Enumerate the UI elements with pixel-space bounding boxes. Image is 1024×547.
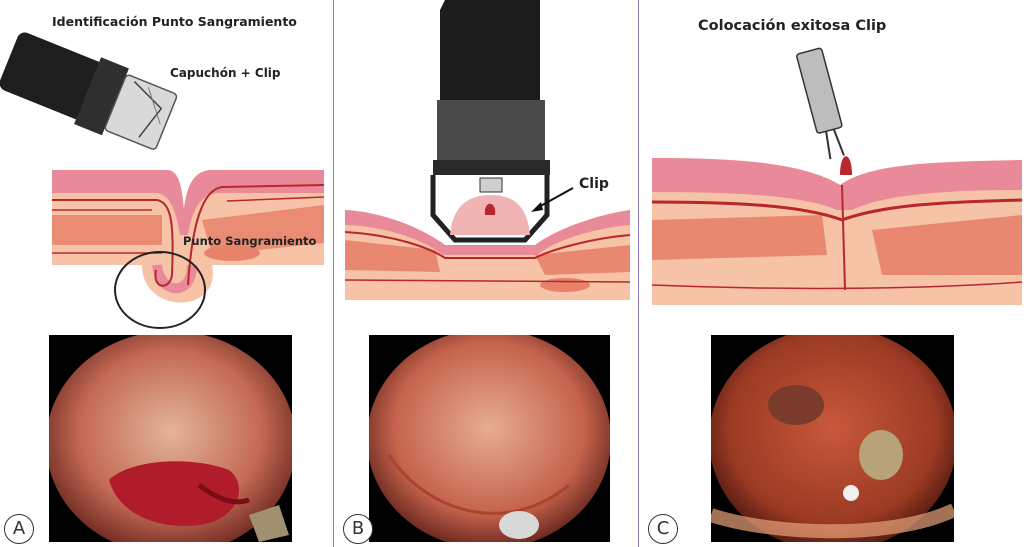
bleeding-point-label: Punto Sangramiento [183, 234, 317, 248]
panel-a-title: Identificación Punto Sangramiento [52, 14, 297, 29]
endoscopy-photo-a [49, 335, 292, 542]
clip-label: Clip [579, 176, 609, 192]
tissue-cross-section-a [52, 170, 325, 329]
panel-a-badge: A [4, 514, 34, 544]
panel-divider-1 [333, 0, 334, 547]
panel-b-badge: B [343, 514, 373, 544]
clip-placed-illustration [651, 47, 1023, 305]
endoscopy-photo-b [369, 335, 610, 542]
panel-c-badge: C [648, 514, 678, 544]
endoscopy-photo-c [711, 335, 954, 542]
panel-divider-2 [638, 0, 639, 547]
cap-clip-label: Capuchón + Clip [170, 66, 281, 80]
panel-c-title: Colocación exitosa Clip [698, 18, 887, 34]
endoscope-cap-illustration [0, 32, 178, 150]
endoscope-clip-illustration [344, 0, 631, 300]
